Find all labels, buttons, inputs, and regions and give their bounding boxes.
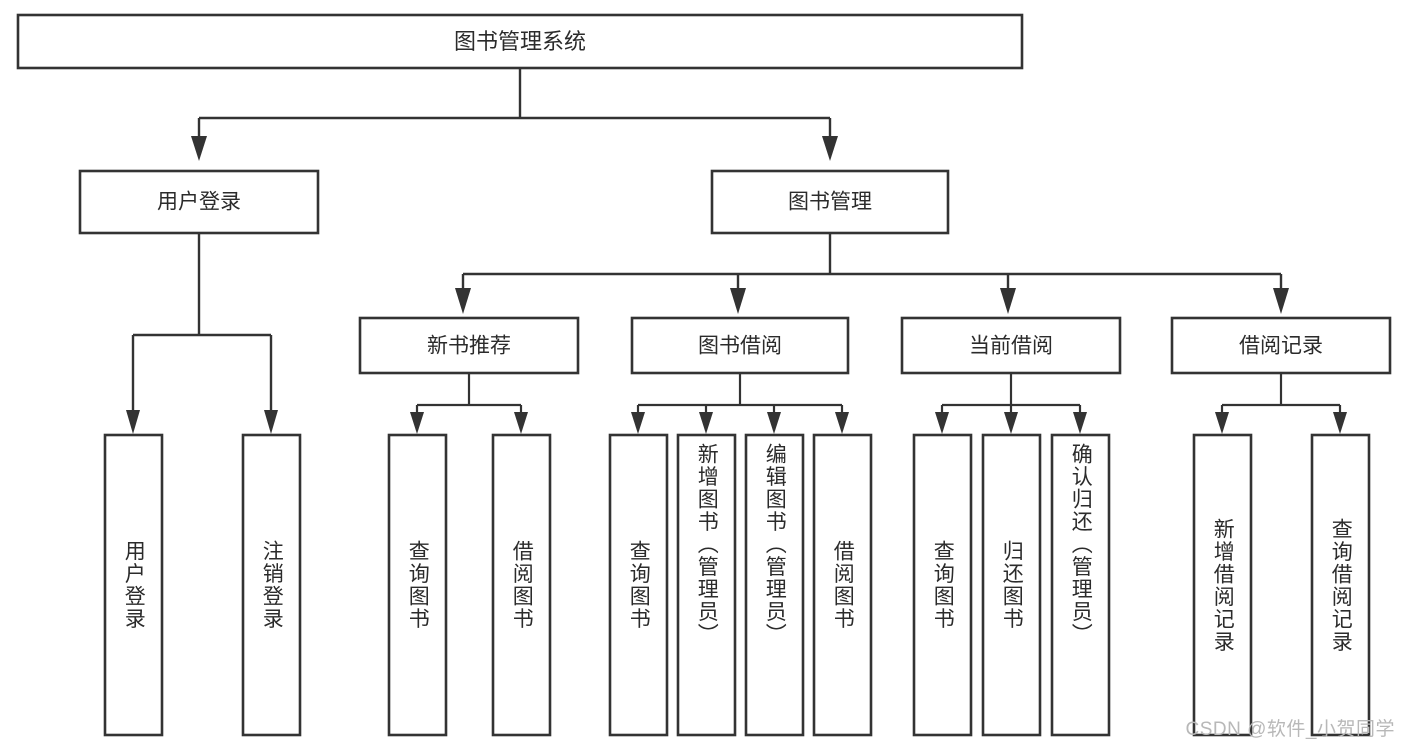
new-book-recommend-box-label: 新书推荐 xyxy=(427,335,511,358)
arrowhead-current-l3 xyxy=(1073,412,1087,434)
book-management-box-rect xyxy=(710,169,950,235)
arrowhead-borrow-l2 xyxy=(699,412,713,434)
node-current-borrow[interactable]: 当前借阅 xyxy=(900,316,1122,375)
node-book-management[interactable]: 图书管理 xyxy=(710,169,950,235)
borrow-record-box-rect xyxy=(1170,316,1392,375)
root-box-label: 图书管理系统 xyxy=(454,29,586,54)
root-box-rect xyxy=(16,13,1024,70)
leaf-box-query-book-2[interactable] xyxy=(608,433,669,737)
arrowhead-recommend-l2 xyxy=(514,412,528,434)
leaf-box-confirm-return-admin[interactable] xyxy=(1050,433,1111,737)
node-new-book-recommend[interactable]: 新书推荐 xyxy=(358,316,580,375)
book-management-box-label: 图书管理 xyxy=(788,191,872,214)
arrowhead-root-to-bookmgmt xyxy=(822,136,838,161)
arrowhead-borrow-l4 xyxy=(835,412,849,434)
arrowhead-record-l2 xyxy=(1333,412,1347,434)
new-book-recommend-box-rect xyxy=(358,316,580,375)
arrowhead-bookmgmt-c1 xyxy=(455,288,471,314)
leaf-box-borrow-book-1[interactable] xyxy=(491,433,552,737)
leaf-box-query-book-1[interactable] xyxy=(387,433,448,737)
user-login-box-label: 用户登录 xyxy=(157,191,241,214)
node-user-login[interactable]: 用户登录 xyxy=(78,169,320,235)
node-root[interactable]: 图书管理系统 xyxy=(16,13,1024,70)
book-borrow-box-label: 图书借阅 xyxy=(698,335,782,358)
arrowhead-bookmgmt-c3 xyxy=(1000,288,1016,314)
leaf-box-query-borrow-record[interactable] xyxy=(1310,433,1371,737)
node-borrow-record[interactable]: 借阅记录 xyxy=(1170,316,1392,375)
arrowhead-record-l1 xyxy=(1215,412,1229,434)
node-book-borrow[interactable]: 图书借阅 xyxy=(630,316,850,375)
arrowhead-bookmgmt-c2 xyxy=(730,288,746,314)
leaf-box-logout[interactable] xyxy=(241,433,302,737)
current-borrow-box-label: 当前借阅 xyxy=(969,335,1053,358)
csdn-watermark: CSDN @软件_小贺同学 xyxy=(1185,719,1395,740)
leaf-box-query-book-3[interactable] xyxy=(912,433,973,737)
leaf-box-return-book[interactable] xyxy=(981,433,1042,737)
arrowhead-current-l2 xyxy=(1004,412,1018,434)
leaf-box-add-borrow-record[interactable] xyxy=(1192,433,1253,737)
arrowhead-bookmgmt-c4 xyxy=(1273,288,1289,314)
arrowhead-root-to-login xyxy=(191,136,207,161)
arrowhead-login-leaf1 xyxy=(126,410,140,434)
arrowhead-recommend-l1 xyxy=(410,412,424,434)
current-borrow-box-rect xyxy=(900,316,1122,375)
leaf-box-borrow-book-2[interactable] xyxy=(812,433,873,737)
leaf-box-add-book-admin[interactable] xyxy=(676,433,737,737)
arrowhead-borrow-l1 xyxy=(631,412,645,434)
book-borrow-box-rect xyxy=(630,316,850,375)
leaf-box-user-login[interactable] xyxy=(103,433,164,737)
arrowhead-borrow-l3 xyxy=(767,412,781,434)
borrow-record-box-label: 借阅记录 xyxy=(1239,335,1323,358)
arrowhead-login-leaf2 xyxy=(264,410,278,434)
leaf-box-edit-book-admin[interactable] xyxy=(744,433,805,737)
arrowhead-current-l1 xyxy=(935,412,949,434)
